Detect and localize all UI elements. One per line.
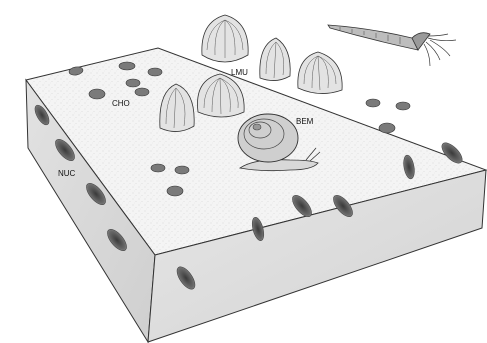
- label-cho: CHO: [112, 99, 130, 108]
- bivalve-shell: [202, 15, 248, 62]
- label-bem: BEM: [296, 117, 314, 126]
- tusk-shell: [328, 25, 456, 66]
- label-nuc: NUC: [58, 169, 76, 178]
- bivalve-shell: [298, 52, 342, 94]
- tusk-shell-tentacles: [424, 34, 456, 66]
- bivalve-shell: [260, 38, 290, 81]
- label-lmu: LMU: [231, 68, 248, 77]
